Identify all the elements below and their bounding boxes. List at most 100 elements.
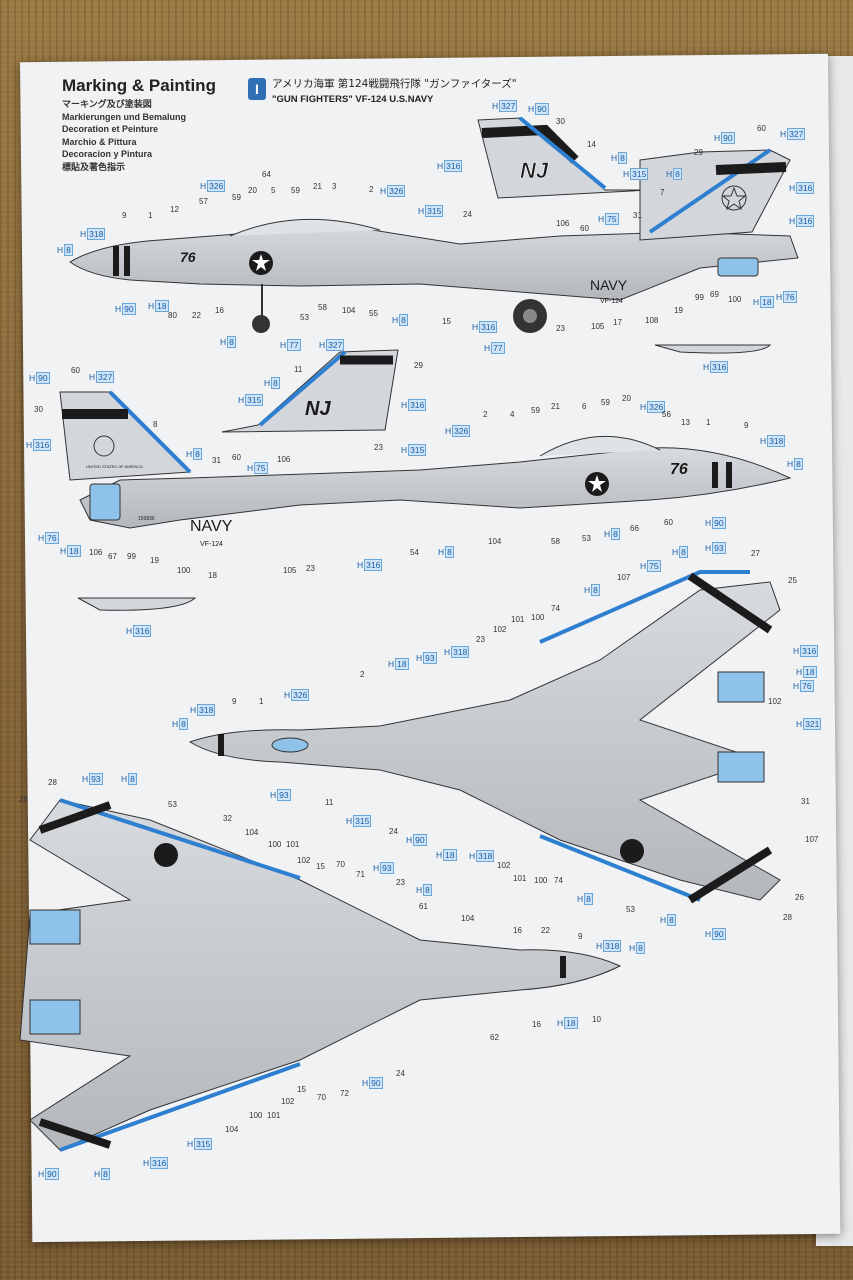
part-number: 71 <box>356 870 365 879</box>
color-prefix: H <box>416 885 423 895</box>
color-code: 316 <box>800 645 819 657</box>
color-code: 327 <box>787 128 806 140</box>
title-de: Markierungen und Bemalung <box>62 111 187 122</box>
color-prefix: H <box>186 449 193 459</box>
color-prefix: H <box>660 915 667 925</box>
part-number: 106 <box>89 548 103 557</box>
part-number: 20 <box>248 186 257 195</box>
color-prefix: H <box>787 459 794 469</box>
part-number: 29 <box>414 361 423 370</box>
fin-top-left: NJ <box>477 116 651 199</box>
side-view-right: UNITED STATES OF AMERICA 76 NAVY VF-124 … <box>59 390 792 548</box>
part-number: 100 <box>249 1111 263 1120</box>
color-prefix: H <box>280 340 287 350</box>
part-number: 105 <box>591 322 605 331</box>
part-number: 102 <box>497 861 511 870</box>
part-number: 101 <box>513 874 527 883</box>
color-code: 316 <box>150 1157 169 1169</box>
part-number: 23 <box>476 635 485 644</box>
color-prefix: H <box>284 690 291 700</box>
part-number: 104 <box>461 914 475 923</box>
color-code: 93 <box>89 773 103 785</box>
part-number: 74 <box>554 876 563 885</box>
color-code: 8 <box>179 718 188 730</box>
drop-tank-1 <box>654 344 772 354</box>
part-number: 57 <box>199 197 208 206</box>
color-code: 90 <box>712 928 726 940</box>
color-code: 75 <box>254 462 268 474</box>
color-prefix: H <box>629 943 636 953</box>
part-number: 101 <box>286 840 300 849</box>
color-code: 8 <box>64 244 73 256</box>
color-prefix: H <box>611 153 618 163</box>
part-number: 59 <box>232 193 241 202</box>
part-number: 19 <box>674 306 683 315</box>
color-prefix: H <box>484 343 491 353</box>
part-number: 31 <box>212 456 221 465</box>
part-number: 23 <box>374 443 383 452</box>
color-code: 8 <box>445 546 454 558</box>
part-number: 100 <box>268 840 282 849</box>
page-title: Marking & Painting <box>62 76 216 95</box>
part-number: 60 <box>664 518 673 527</box>
color-code: 321 <box>803 718 822 730</box>
color-code: 8 <box>193 448 202 460</box>
part-number: 16 <box>532 1020 541 1029</box>
side2-squadron: VF-124 <box>200 541 223 548</box>
part-number: 14 <box>587 140 596 149</box>
color-code: 326 <box>387 185 406 197</box>
part-number: 15 <box>316 862 325 871</box>
color-prefix: H <box>604 529 611 539</box>
title-es: Decoracion y Pintura <box>62 149 153 159</box>
part-number: 59 <box>601 398 610 407</box>
color-prefix: H <box>557 1018 564 1028</box>
color-prefix: H <box>38 1169 45 1179</box>
color-code: 8 <box>399 314 408 326</box>
color-code: 18 <box>760 296 774 308</box>
color-code: 93 <box>712 542 726 554</box>
part-number: 70 <box>336 860 345 869</box>
color-code: 8 <box>794 458 803 470</box>
color-prefix: H <box>388 659 395 669</box>
part-number: 104 <box>225 1125 239 1134</box>
unit-title-en: "GUN FIGHTERS" VF-124 U.S.NAVY <box>272 94 434 105</box>
color-code: 316 <box>408 399 427 411</box>
part-number: 60 <box>71 366 80 375</box>
part-number: 23 <box>306 564 315 573</box>
color-prefix: H <box>793 681 800 691</box>
part-number: 7 <box>660 188 665 197</box>
part-number: 31 <box>801 797 810 806</box>
color-code: 90 <box>369 1077 383 1089</box>
part-number: 9 <box>578 932 583 941</box>
part-number: 24 <box>396 1069 405 1078</box>
color-prefix: H <box>714 133 721 143</box>
color-code: 8 <box>618 152 627 164</box>
color-code: 75 <box>647 560 661 572</box>
color-code: 93 <box>380 862 394 874</box>
color-code: 315 <box>353 815 372 827</box>
